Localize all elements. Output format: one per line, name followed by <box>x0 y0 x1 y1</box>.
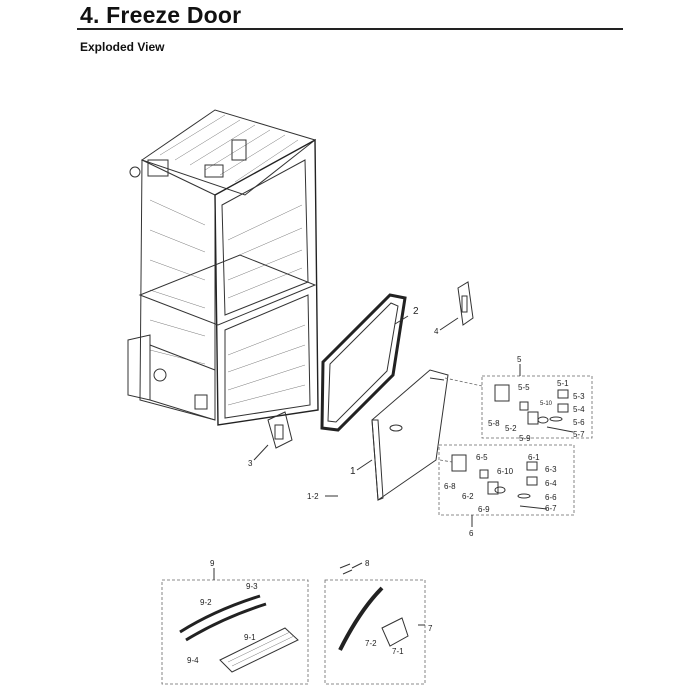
freezer-door-drawing <box>371 369 449 501</box>
label-5-3: 5-3 <box>573 392 585 401</box>
part-number-labels: 2 1 1-2 3 4 5 5-1 5-3 5-4 5-6 5-7 5-5 5-… <box>187 306 585 665</box>
title-rule <box>77 28 623 30</box>
label-6-7: 6-7 <box>545 504 557 513</box>
label-6-1: 6-1 <box>528 453 540 462</box>
label-5-6: 5-6 <box>573 418 585 427</box>
label-9: 9 <box>210 559 215 568</box>
label-9-3: 9-3 <box>246 582 258 591</box>
label-5-4: 5-4 <box>573 405 585 414</box>
label-7-2: 7-2 <box>365 639 377 648</box>
leader-lines <box>213 315 521 626</box>
label-9-4: 9-4 <box>187 656 199 665</box>
label-5-7: 5-7 <box>573 430 585 439</box>
handle-parts <box>338 563 409 651</box>
hinge-group-5-box <box>481 375 593 439</box>
label-6-10: 6-10 <box>497 467 514 476</box>
label-5-10: 5-10 <box>540 401 553 407</box>
label-6: 6 <box>469 529 474 538</box>
label-8: 8 <box>365 559 370 568</box>
label-6-8: 6-8 <box>444 482 456 491</box>
label-6-2: 6-2 <box>462 492 474 501</box>
label-1: 1 <box>350 466 356 477</box>
door-gasket-drawing <box>320 293 407 432</box>
refrigerator-cabinet-drawing <box>127 109 319 426</box>
label-6-3: 6-3 <box>545 465 557 474</box>
label-9-2: 9-2 <box>200 598 212 607</box>
label-1-2: 1-2 <box>307 492 319 501</box>
label-5: 5 <box>517 355 522 364</box>
label-5-1: 5-1 <box>557 379 569 388</box>
label-9-1: 9-1 <box>244 633 256 642</box>
guide-rail-parts <box>179 594 299 673</box>
label-6-6: 6-6 <box>545 493 557 502</box>
label-4: 4 <box>434 327 439 336</box>
label-2: 2 <box>413 306 419 317</box>
label-5-9: 5-9 <box>519 434 531 443</box>
label-6-5: 6-5 <box>476 453 488 462</box>
label-7: 7 <box>428 624 433 633</box>
page-title: 4. Freeze Door <box>80 2 242 28</box>
label-5-8: 5-8 <box>488 419 500 428</box>
hinge-cover-right-drawing <box>457 281 474 326</box>
label-6-9: 6-9 <box>478 505 490 514</box>
guide-group-9-box <box>161 579 309 685</box>
label-5-2: 5-2 <box>505 424 517 433</box>
hinge-group-6-parts <box>451 454 548 510</box>
handle-group-7-box <box>324 579 426 685</box>
label-6-4: 6-4 <box>545 479 557 488</box>
label-3: 3 <box>248 459 253 468</box>
hinge-group-6-box <box>438 444 575 516</box>
hinge-cover-left-drawing <box>267 411 293 449</box>
hinge-group-5-parts <box>494 384 574 433</box>
label-5-5: 5-5 <box>518 383 530 392</box>
section-subtitle: Exploded View <box>80 40 165 54</box>
label-7-1: 7-1 <box>392 647 404 656</box>
